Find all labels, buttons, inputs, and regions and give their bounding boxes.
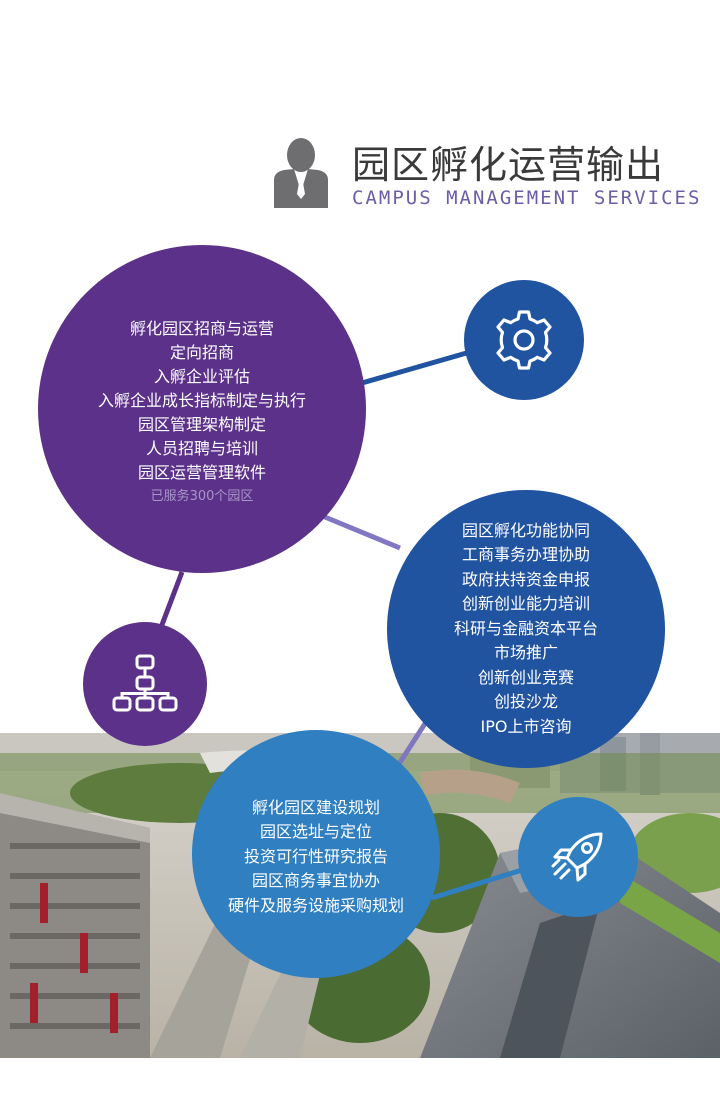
manager-person-icon bbox=[274, 138, 328, 208]
planning-circle: 孵化园区建设规划 园区选址与定位 投资可行性研究报告 园区商务事宜协办 硬件及服… bbox=[192, 730, 440, 978]
service-item: 入孵企业评估 bbox=[153, 367, 250, 386]
service-item: 定向招商 bbox=[169, 343, 234, 362]
page-subtitle: CAMPUS MANAGEMENT SERVICES bbox=[352, 187, 702, 209]
link-light-rocket bbox=[431, 867, 523, 901]
link-purple-gear bbox=[354, 349, 471, 388]
rocket-badge bbox=[518, 797, 638, 917]
service-item: 人员招聘与培训 bbox=[145, 439, 258, 458]
link-purple-org bbox=[157, 571, 185, 631]
service-item: IPO上市咨询 bbox=[480, 716, 572, 736]
operations-circle: 孵化园区招商与运营 定向招商 入孵企业评估 入孵企业成长指标制定与执行 园区管理… bbox=[38, 245, 366, 573]
org-chart-icon bbox=[112, 654, 178, 712]
service-item: 硬件及服务设施采购规划 bbox=[227, 895, 404, 915]
service-item: 园区运营管理软件 bbox=[137, 463, 266, 482]
service-item: 园区选址与定位 bbox=[259, 822, 372, 842]
service-item: 孵化园区建设规划 bbox=[251, 797, 380, 817]
service-item: 园区管理架构制定 bbox=[137, 415, 266, 434]
service-item: 创投沙龙 bbox=[493, 692, 558, 712]
service-item: 入孵企业成长指标制定与执行 bbox=[97, 391, 306, 410]
link-purple-blue bbox=[319, 512, 401, 551]
gear-icon bbox=[496, 310, 552, 370]
service-item: 投资可行性研究报告 bbox=[243, 846, 388, 866]
service-item: 市场推广 bbox=[493, 643, 558, 663]
service-item: 创新创业竞赛 bbox=[477, 667, 574, 687]
service-item: 政府扶持资金申报 bbox=[461, 569, 590, 589]
org-badge bbox=[83, 622, 207, 746]
service-item: 园区孵化功能协同 bbox=[461, 520, 590, 540]
page-header: 园区孵化运营输出 CAMPUS MANAGEMENT SERVICES bbox=[0, 0, 720, 230]
rocket-icon bbox=[551, 832, 603, 882]
page-title: 园区孵化运营输出 bbox=[352, 143, 665, 187]
service-item: 园区商务事宜协办 bbox=[251, 871, 380, 891]
served-count-note: 已服务300个园区 bbox=[150, 489, 254, 504]
service-item: 科研与金融资本平台 bbox=[453, 618, 598, 638]
incubation-services-circle: 园区孵化功能协同 工商事务办理协助 政府扶持资金申报 创新创业能力培训 科研与金… bbox=[387, 490, 665, 768]
gear-badge bbox=[464, 280, 584, 400]
service-item: 孵化园区招商与运营 bbox=[129, 319, 274, 338]
service-item: 工商事务办理协助 bbox=[461, 545, 590, 565]
service-item: 创新创业能力培训 bbox=[461, 594, 590, 614]
